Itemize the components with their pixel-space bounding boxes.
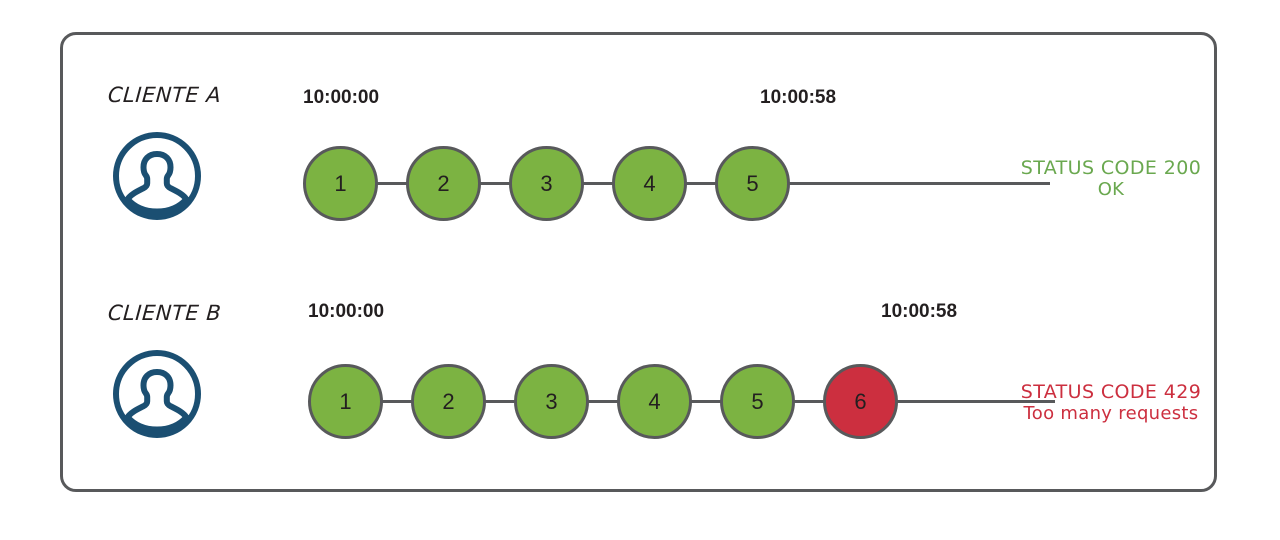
request-node[interactable]: 5 (720, 364, 795, 439)
user-avatar-icon (111, 130, 203, 222)
user-avatar-icon (111, 348, 203, 440)
request-node[interactable]: 2 (411, 364, 486, 439)
diagram-frame: CLIENTE A 10:00:00 10:00:58 1 2 3 4 5 ST… (60, 32, 1217, 492)
timestamp-end-b: 10:00:58 (881, 301, 958, 322)
status-code-b: STATUS CODE 429 (1020, 381, 1202, 403)
request-node[interactable]: 1 (303, 146, 378, 221)
status-message-b: Too many requests (1023, 403, 1199, 425)
timeline-track-b (345, 400, 1055, 403)
request-node[interactable]: 4 (612, 146, 687, 221)
request-node[interactable]: 3 (509, 146, 584, 221)
status-badge-a: STATUS CODE 200 OK (1021, 157, 1202, 201)
timestamp-start-a: 10:00:00 (303, 87, 380, 108)
client-label-b: CLIENTE B (107, 301, 223, 325)
status-message-a: OK (1097, 179, 1125, 201)
request-node[interactable]: 4 (617, 364, 692, 439)
client-label-a: CLIENTE A (107, 83, 223, 107)
request-node[interactable]: 2 (406, 146, 481, 221)
request-node[interactable]: 5 (715, 146, 790, 221)
timestamp-end-a: 10:00:58 (760, 87, 837, 108)
status-code-a: STATUS CODE 200 (1020, 157, 1202, 179)
request-node[interactable]: 6 (823, 364, 898, 439)
timestamp-start-b: 10:00:00 (308, 301, 385, 322)
status-badge-b: STATUS CODE 429 Too many requests (1021, 381, 1202, 425)
timeline-track-a (340, 182, 1050, 185)
request-node[interactable]: 3 (514, 364, 589, 439)
request-node[interactable]: 1 (308, 364, 383, 439)
